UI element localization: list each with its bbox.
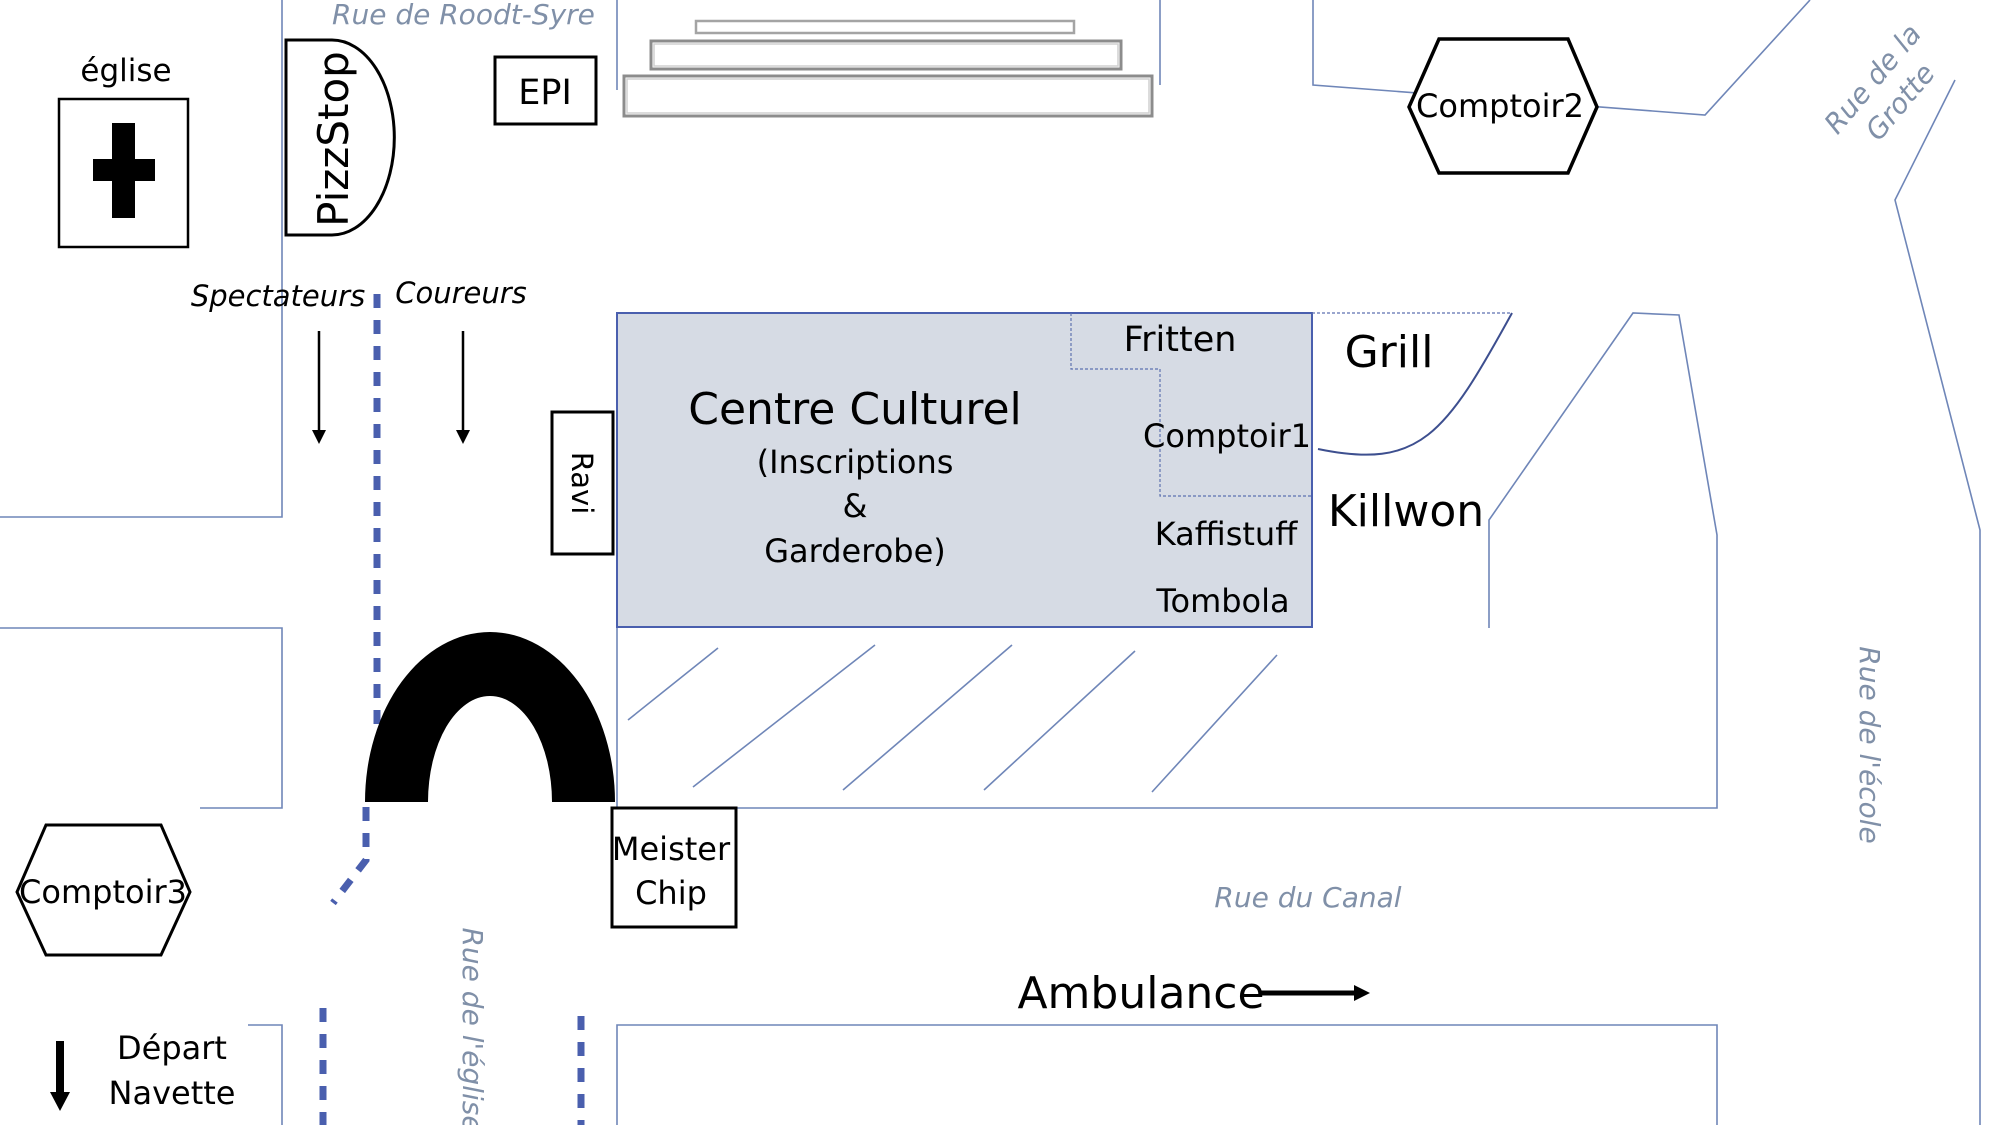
street-rue-de-l-ecole: Rue de l'école [1853, 646, 1886, 843]
depart-label: Départ [117, 1029, 227, 1067]
meister-chip-stand[interactable] [610, 806, 738, 929]
shuttle-arrow-icon [50, 1041, 70, 1111]
road-edge-south [616, 1024, 1718, 1125]
stage-steps [622, 19, 1154, 118]
meister-chip-label-line1: Meister [612, 830, 731, 868]
road-edge-w-mid [0, 627, 283, 809]
comptoir3-label: Comptoir3 [19, 873, 187, 911]
centre-culturel-line2: (Inscriptions [757, 443, 954, 481]
kaffistuff-label: Kaffistuff [1155, 515, 1298, 553]
comptoir1-label: Comptoir1 [1143, 417, 1311, 455]
coureurs-label: Coureurs [395, 276, 527, 310]
tombola-label: Tombola [1155, 582, 1289, 620]
fritten-label: Fritten [1124, 320, 1237, 360]
pizzstop-label: PizzStop [309, 51, 358, 227]
start-arch[interactable] [365, 632, 615, 802]
spectateurs-label: Spectateurs [191, 279, 365, 313]
hatched-area [627, 644, 1278, 793]
coureurs-arrow-icon [456, 331, 470, 444]
spectateurs-arrow-icon [312, 331, 326, 444]
meister-chip-label-line2: Chip [635, 874, 707, 912]
street-rue-de-la-grotte: Rue de la Grotte [1818, 18, 1942, 147]
road-edge-nw [0, 0, 283, 518]
epi-label: EPI [518, 73, 572, 113]
comptoir2-stand[interactable] [1407, 37, 1599, 175]
centre-culturel-line3: & [843, 487, 868, 525]
ambulance-label: Ambulance [1017, 968, 1264, 1019]
navette-label: Navette [109, 1074, 236, 1112]
centre-culturel-line4: Garderobe) [764, 532, 946, 570]
road-edge-school [616, 312, 1718, 809]
street-rue-du-canal: Rue du Canal [1214, 881, 1401, 914]
ravi-label: Ravi [565, 452, 599, 515]
road-edge-w-low [248, 1024, 283, 1125]
pizzstop-stand[interactable] [284, 38, 396, 237]
epi-stand[interactable] [493, 55, 598, 126]
ambulance-arrow-icon [1260, 985, 1370, 1001]
comptoir3-stand[interactable] [15, 823, 192, 957]
centre-culturel-building[interactable] [616, 312, 1313, 628]
street-rue-de-l-eglise: Rue de l'église [456, 927, 489, 1125]
cross-icon [93, 123, 155, 218]
road-edge-grotte [1894, 79, 1981, 1125]
ravi-stand[interactable] [550, 410, 615, 556]
centre-culturel-title: Centre Culturel [688, 384, 1022, 435]
comptoir2-label: Comptoir2 [1416, 87, 1584, 125]
killwon-label: Killwon [1328, 486, 1484, 537]
street-rue-de-roodt-syre: Rue de Roodt-Syre [332, 0, 595, 31]
grill-label: Grill [1345, 327, 1434, 378]
counter-zone-outline [1070, 313, 1312, 497]
church-label: église [80, 53, 171, 89]
grill-area-outline [1317, 312, 1513, 456]
route-dash-bend [330, 807, 370, 906]
